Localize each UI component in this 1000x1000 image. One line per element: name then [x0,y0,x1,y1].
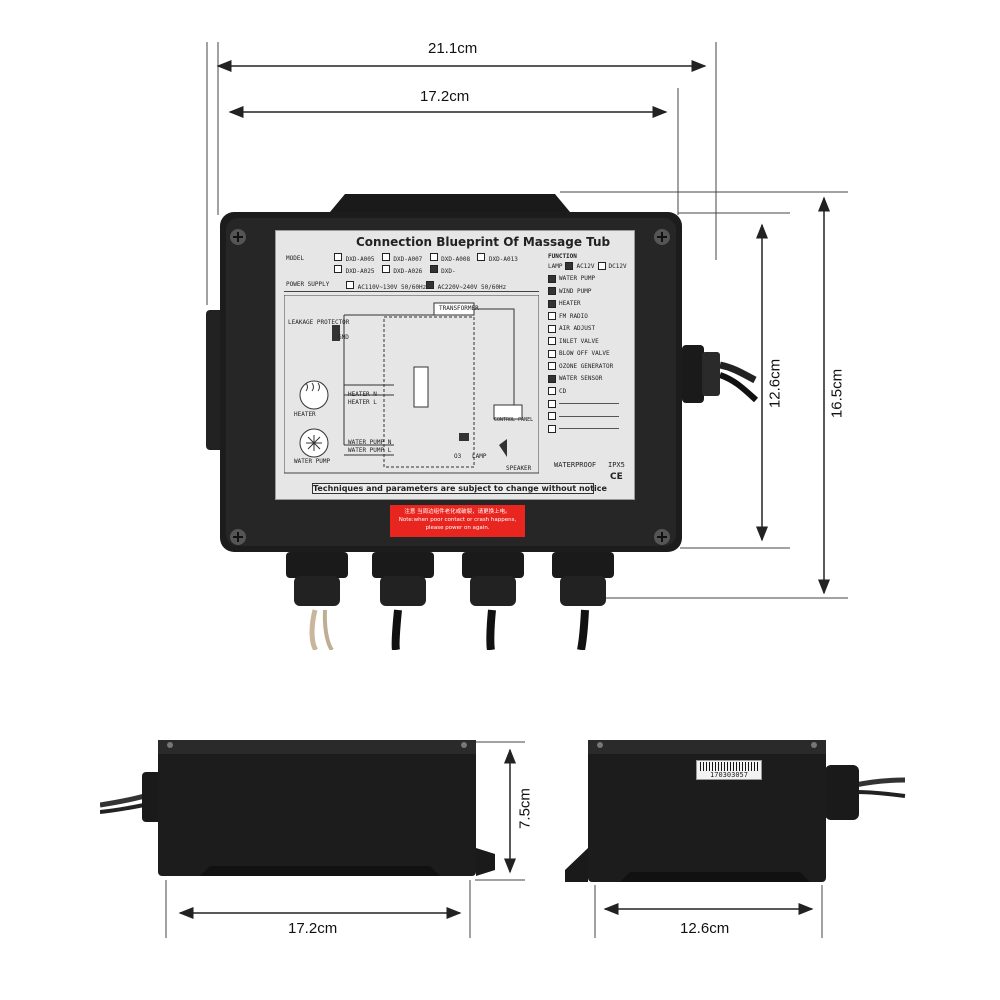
function-row-label: WATER SENSOR [559,375,603,383]
function-row-blank [548,398,632,411]
power-option-220: AC220V~240V 50/60Hz [426,281,506,291]
model-option: DXD-A026 [393,268,423,275]
lamp-option: DC12V [608,262,627,270]
model-option: DXD-A007 [393,256,423,263]
function-row-label: AIR ADJUST [559,325,596,333]
waterproof-rating: IPX5 [608,461,625,469]
checkbox-checked-icon [548,374,556,383]
checkbox-icon [548,324,556,333]
warning-sticker: 注意 当周边组件老化或破裂，请更换上电。 Note:when poor cont… [390,505,525,537]
diagram-heater-label: HEATER [294,411,316,418]
lamp-label: LAMP [548,262,563,270]
checkbox-icon [548,362,556,371]
diagram-speaker-label: SPEAKER [506,465,532,472]
function-row-label: OZONE GENERATOR [559,362,614,370]
function-row-blank [548,410,632,423]
function-row-label: BLOW OFF VALVE [559,350,610,358]
function-row: INLET VALVE [548,335,632,348]
checkbox-checked-icon [548,299,556,308]
dim-label-12-6-vert: 12.6cm [766,358,784,409]
diagram-control-panel-label: CONTROL PANEL [494,417,534,423]
power-option-110: AC110V~130V 50/60Hz [346,281,426,291]
function-row-label: FM RADIO [559,312,588,320]
checkbox-icon [548,387,556,396]
barcode-icon [700,762,758,771]
power-option-text: AC220V~240V 50/60Hz [437,284,507,291]
function-row: CD [548,385,632,398]
diagram-o3-label: O3 [454,453,462,460]
function-row: AIR ADJUST [548,323,632,336]
dim-label-17-2-bottom: 17.2cm [288,920,338,937]
function-row: HEATER [548,298,632,311]
checkbox-icon [548,337,556,346]
function-row-label: HEATER [559,300,581,308]
model-option: DXD-A025 [345,268,375,275]
function-row: WATER SENSOR [548,373,632,386]
diagram-transformer-label: TRANSFORMER [439,305,479,312]
lamp-option: AC12V [576,262,595,270]
model-label: MODEL [286,255,305,262]
diagram-water-pump-label: WATER PUMP [294,458,331,465]
dim-label-21-1: 21.1cm [428,40,478,57]
panel-footer: Techniques and parameters are subject to… [312,483,607,494]
waterproof-label: WATERPROOF [554,461,597,469]
ce-mark-icon: CE [610,472,623,482]
function-row-lamp: LAMP AC12V DC12V [548,260,632,273]
function-list: FUNCTION LAMP AC12V DC12V WATER PUMP WIN… [548,253,632,435]
dim-label-16-5-vert: 16.5cm [828,368,846,419]
model-options: DXD-A005 DXD-A007 DXD-A008 DXD-A013 DXD-… [334,253,544,277]
model-option: DXD- [441,268,456,275]
control-box-top-view: Connection Blueprint Of Massage Tub MODE… [200,190,760,652]
function-row: OZONE GENERATOR [548,360,632,373]
function-row-label: INLET VALVE [559,337,599,345]
model-option: DXD-A008 [441,256,471,263]
function-row-label: CD [559,387,567,395]
control-box-front-view [100,740,495,876]
checkbox-icon [548,312,556,321]
model-option: DXD-A013 [488,256,518,263]
function-row-label: WIND PUMP [559,287,592,295]
function-label: FUNCTION [548,253,577,260]
checkbox-icon [548,349,556,358]
diagram-water-pump-l-label: WATER PUMP L [348,447,392,454]
function-row-blank [548,423,632,436]
diagram-heater-n-label: HEATER N [348,391,377,398]
dim-label-17-2-top: 17.2cm [420,88,470,105]
diagram-leakage-label: LEAKAGE PROTECTOR [288,319,350,326]
panel-title: Connection Blueprint Of Massage Tub [356,235,611,249]
connection-label-panel: Connection Blueprint Of Massage Tub MODE… [275,230,635,500]
diagram-water-pump-n-label: WATER PUMP N [348,439,392,446]
checkbox-checked-icon [548,274,556,283]
function-row: WATER PUMP [548,273,632,286]
diagram-heater-l-label: HEATER L [348,399,377,406]
dim-label-7-5: 7.5cm [516,788,534,829]
wiring-diagram [284,295,539,474]
warning-text-en: Note:when poor contact or crash happens, [398,517,517,523]
dim-label-12-6-bottom: 12.6cm [680,920,730,937]
barcode-sticker: 170303057 [696,760,762,780]
function-row-label: WATER PUMP [559,275,596,283]
checkbox-checked-icon [548,287,556,296]
barcode-number: 170303057 [710,771,748,779]
diagram-gnd-label: GND [338,334,349,341]
diagram-lamp-label: LAMP [472,453,487,460]
function-row: BLOW OFF VALVE [548,348,632,361]
warning-text-en: please power on again. [425,525,490,531]
warning-text-cn: 注意 当周边组件老化或破裂，请更换上电。 [404,509,511,515]
power-supply-label: POWER SUPPLY [286,281,330,288]
model-option: DXD-A005 [345,256,375,263]
function-row: FM RADIO [548,310,632,323]
power-option-text: AC110V~130V 50/60Hz [357,284,427,291]
control-box-side-view [565,740,906,882]
function-row: WIND PUMP [548,285,632,298]
